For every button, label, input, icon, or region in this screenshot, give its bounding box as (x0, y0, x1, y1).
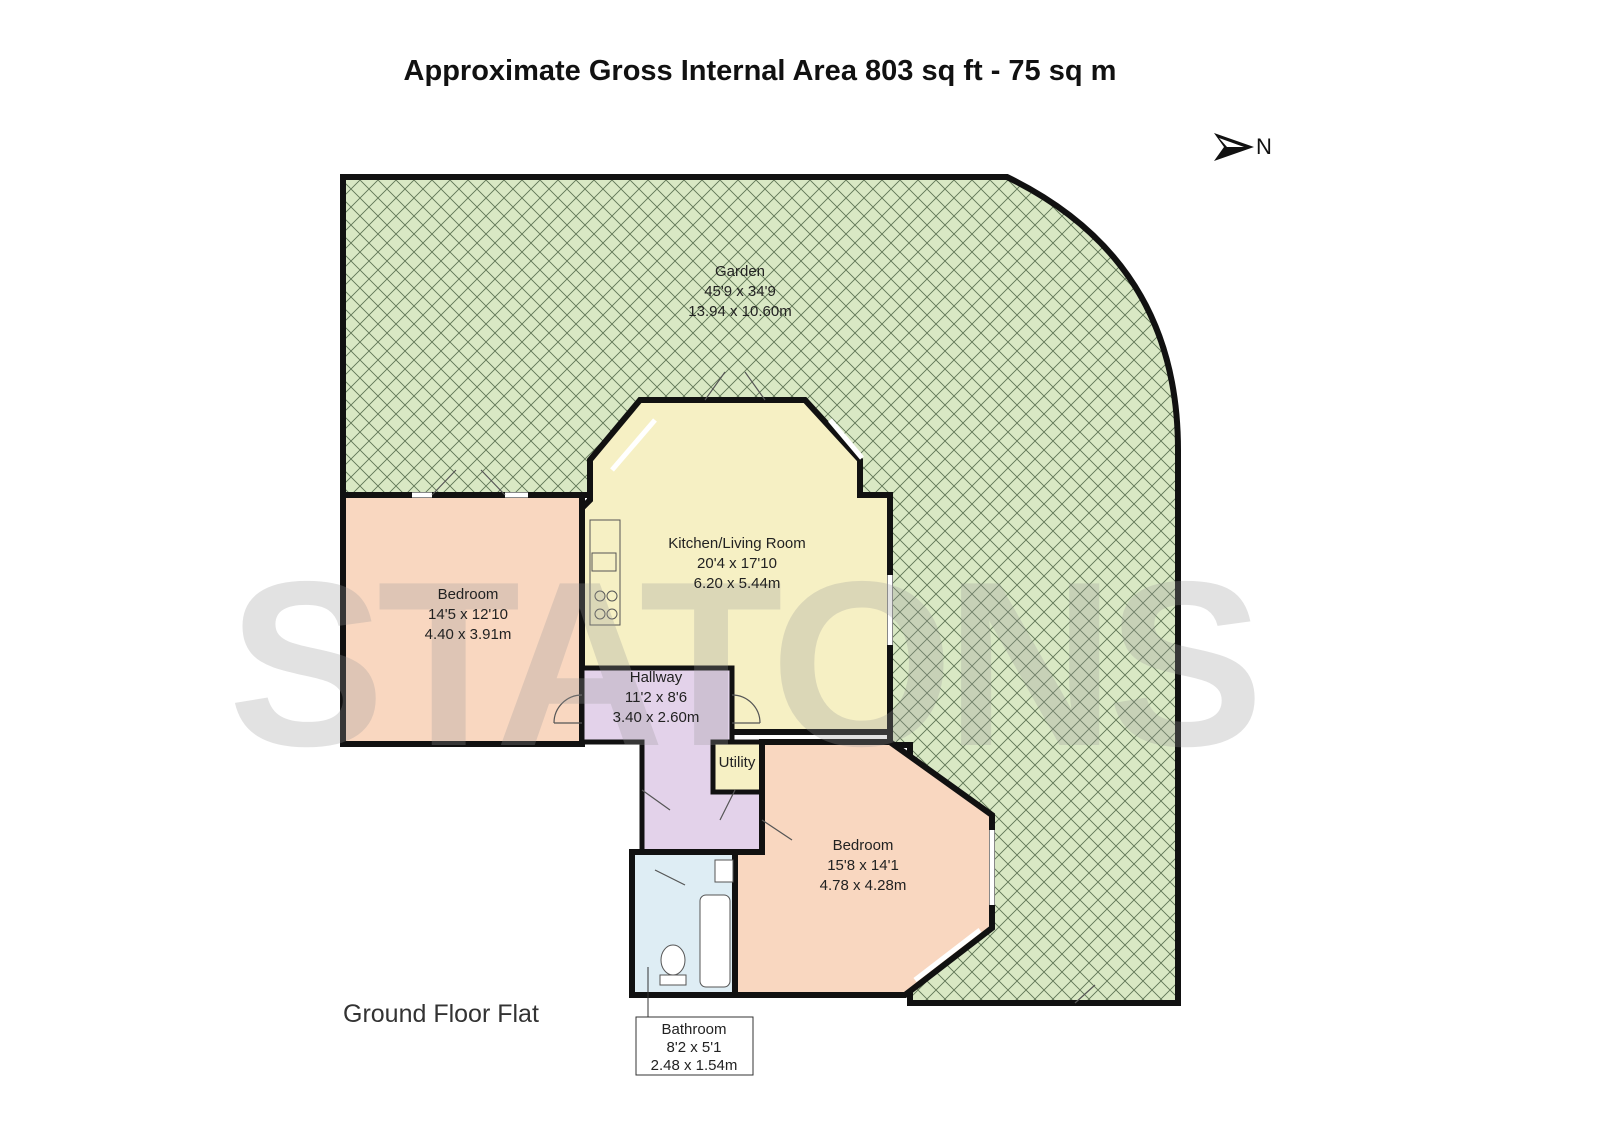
bedroom-1-label: Bedroom 14'5 x 12'10 4.40 x 3.91m (425, 586, 512, 643)
svg-text:Bathroom: Bathroom (661, 1021, 726, 1038)
bedroom-2-label: Bedroom 15'8 x 14'1 4.78 x 4.28m (820, 837, 907, 894)
svg-text:15'8 x 14'1: 15'8 x 14'1 (827, 857, 899, 874)
svg-text:14'5 x 12'10: 14'5 x 12'10 (428, 606, 508, 623)
svg-text:45'9 x 34'9: 45'9 x 34'9 (704, 283, 776, 300)
windows (412, 418, 995, 982)
north-label: N (1256, 134, 1272, 159)
svg-text:13.94 x 10.60m: 13.94 x 10.60m (688, 303, 791, 320)
floorplan-title: Approximate Gross Internal Area 803 sq f… (403, 55, 1117, 87)
kitchen-label: Kitchen/Living Room 20'4 x 17'10 6.20 x … (668, 535, 806, 592)
svg-text:Bedroom: Bedroom (833, 837, 894, 854)
svg-text:11'2 x 8'6: 11'2 x 8'6 (625, 689, 687, 706)
door-swings (431, 371, 1096, 1004)
kitchen-units (589, 519, 621, 626)
svg-text:20'4 x 17'10: 20'4 x 17'10 (697, 555, 777, 572)
svg-text:Garden: Garden (715, 263, 765, 280)
svg-text:6.20 x 5.44m: 6.20 x 5.44m (694, 575, 781, 592)
svg-text:4.40 x 3.91m: 4.40 x 3.91m (425, 626, 512, 643)
north-arrow-icon (1214, 133, 1254, 161)
svg-text:Bedroom: Bedroom (438, 586, 499, 603)
bathroom-callout-box (635, 1016, 754, 1076)
utility-label: Utility (719, 754, 756, 771)
bedroom-2 (732, 739, 995, 998)
svg-text:2.48 x 1.54m: 2.48 x 1.54m (651, 1057, 738, 1074)
svg-text:3.40 x 2.60m: 3.40 x 2.60m (613, 709, 700, 726)
bathroom-fixtures (659, 859, 734, 988)
hallway-label: Hallway 11'2 x 8'6 3.40 x 2.60m (613, 669, 700, 726)
watermark-text: STATONS (228, 532, 1256, 795)
svg-text:Kitchen/Living Room: Kitchen/Living Room (668, 535, 806, 552)
garden-label: Garden 45'9 x 34'9 13.94 x 10.60m (688, 263, 791, 320)
bedroom-1 (340, 492, 585, 747)
bathroom-label: Bathroom 8'2 x 5'1 2.48 x 1.54m (651, 1021, 738, 1074)
floor-name-label: Ground Floor Flat (343, 1000, 539, 1028)
svg-text:4.78 x 4.28m: 4.78 x 4.28m (820, 877, 907, 894)
svg-text:Hallway: Hallway (630, 669, 683, 686)
svg-text:8'2 x 5'1: 8'2 x 5'1 (667, 1039, 722, 1056)
